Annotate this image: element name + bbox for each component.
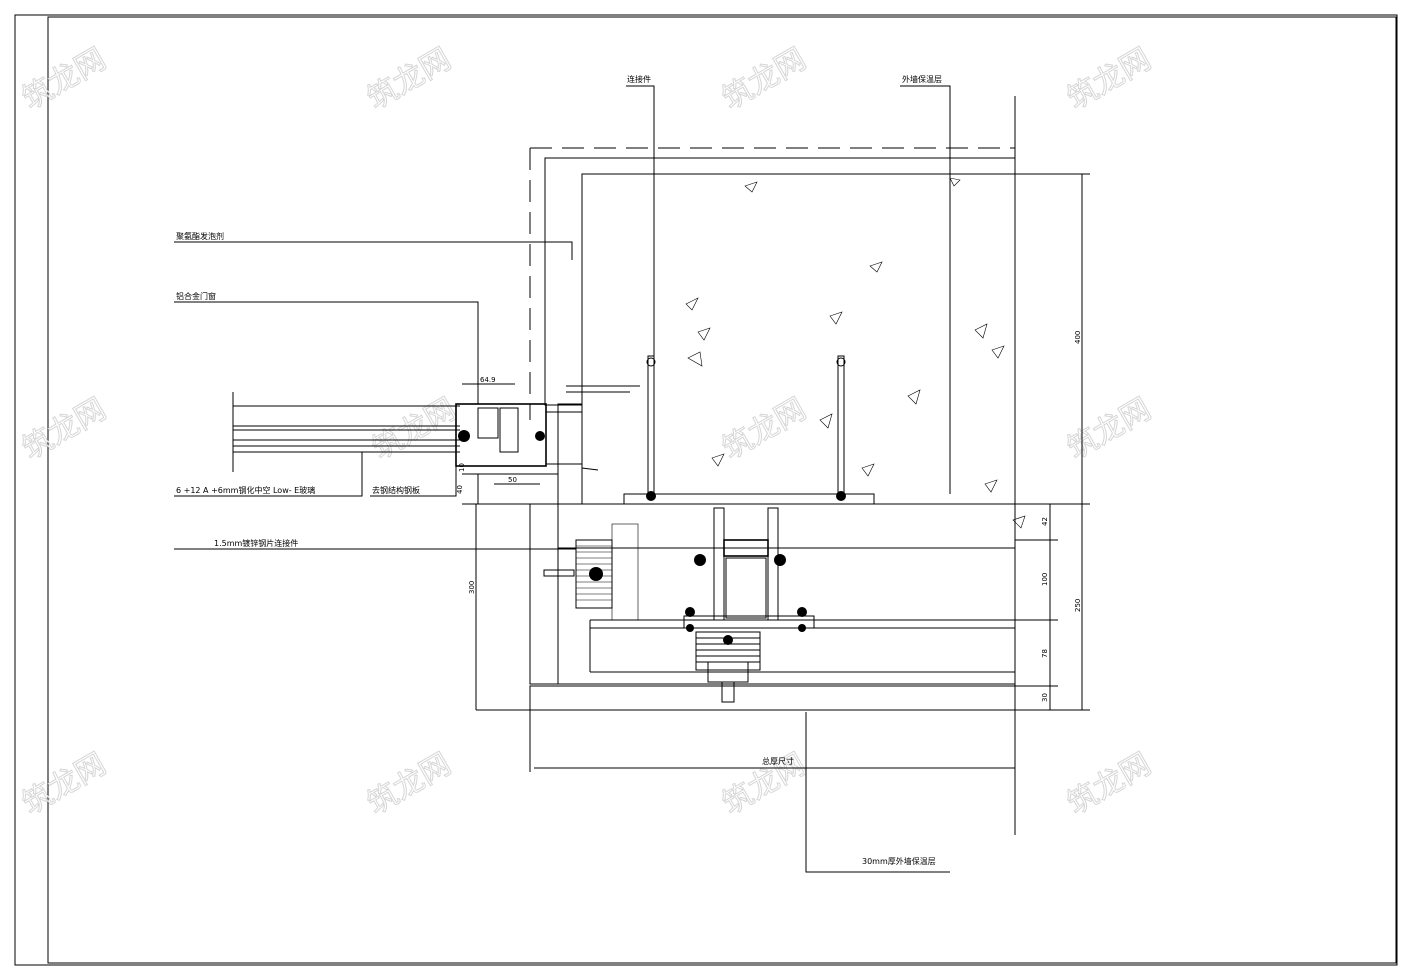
label-steel-bracket: 1.5mm镀锌钢片连接件 xyxy=(214,538,298,548)
svg-text:筑龙网: 筑龙网 xyxy=(17,747,112,822)
dim-50: 50 xyxy=(508,476,517,484)
inner-frame xyxy=(47,16,1397,964)
svg-text:筑龙网: 筑龙网 xyxy=(362,747,457,822)
label-door-frame: 铝合金门窗 xyxy=(176,291,216,301)
label-insulation-top: 外墙保温层 xyxy=(902,74,942,84)
watermarks: 筑龙网 筑龙网 筑龙网 筑龙网 筑龙网 筑龙网 筑龙网 筑龙网 筑龙网 筑龙网 … xyxy=(16,41,1157,822)
concrete-aggregate xyxy=(685,177,1026,529)
dim-40: 40 xyxy=(456,485,464,494)
svg-text:筑龙网: 筑龙网 xyxy=(362,42,457,117)
dim-42: 42 xyxy=(1041,517,1049,526)
dim-10: 10 xyxy=(458,463,466,472)
plaster-layer xyxy=(544,157,1016,406)
side-bracket xyxy=(543,523,639,621)
outer-frame xyxy=(14,14,1398,966)
dim-30: 30 xyxy=(1041,693,1049,702)
insulation-band xyxy=(557,503,1016,549)
label-sealant: 去钢结构钢板 xyxy=(372,485,420,495)
lower-wall-left xyxy=(529,503,559,685)
bottom-slab xyxy=(529,685,1016,711)
dim-100: 100 xyxy=(1041,573,1049,586)
svg-text:筑龙网: 筑龙网 xyxy=(1062,42,1157,117)
dim-250: 250 xyxy=(1074,599,1082,612)
label-fire-seal: 聚氨酯发泡剂 xyxy=(176,231,224,241)
cavity-lines xyxy=(558,96,1016,835)
svg-text:筑龙网: 筑龙网 xyxy=(367,392,462,467)
dashed-outline xyxy=(529,147,1015,420)
label-panel: 30mm厚外墙保温层 xyxy=(862,856,936,866)
svg-text:筑龙网: 筑龙网 xyxy=(717,392,812,467)
svg-text:筑龙网: 筑龙网 xyxy=(1062,392,1157,467)
svg-text:筑龙网: 筑龙网 xyxy=(717,42,812,117)
svg-text:筑龙网: 筑龙网 xyxy=(17,392,112,467)
dim-78: 78 xyxy=(1041,649,1049,658)
label-connector: 连接件 xyxy=(627,74,651,84)
lower-bracket xyxy=(695,631,761,703)
leader-lines xyxy=(174,85,1015,873)
dim-64-9: 64.9 xyxy=(480,376,496,384)
dim-400: 400 xyxy=(1074,331,1082,344)
dim-300: 300 xyxy=(468,581,476,594)
svg-text:筑龙网: 筑龙网 xyxy=(1062,747,1157,822)
svg-text:筑龙网: 筑龙网 xyxy=(17,42,112,117)
steel-channel xyxy=(683,507,815,632)
window-frame xyxy=(232,385,640,505)
label-glazing: 6 +12 A +6mm钢化中空 Low- E玻璃 xyxy=(176,485,315,495)
dimension-lines xyxy=(462,173,1090,710)
label-overall: 总厚尺寸 xyxy=(762,756,794,766)
